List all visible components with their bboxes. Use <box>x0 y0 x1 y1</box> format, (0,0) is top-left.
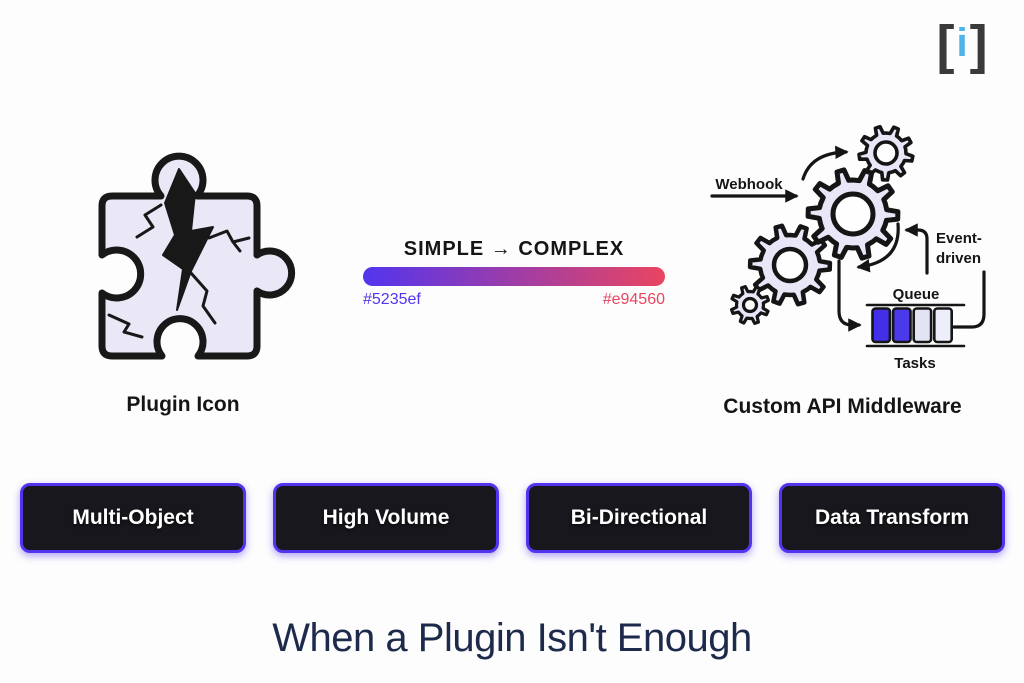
page-title: When a Plugin Isn't Enough <box>272 616 752 660</box>
middleware-diagram: Webhook Event- driven Queue Tasks <box>710 124 986 372</box>
bi-directional-button[interactable]: Bi-Directional <box>526 483 752 553</box>
multi-object-button[interactable]: Multi-Object <box>20 483 246 553</box>
queue-label: Queue <box>893 286 940 303</box>
event-driven-arrow <box>904 223 929 275</box>
logo-close-bracket: ] <box>969 15 988 75</box>
queue-bars <box>871 307 954 344</box>
data-transform-button[interactable]: Data Transform <box>779 483 1005 553</box>
arrow-into-queue <box>837 259 862 332</box>
lightning-crack <box>162 168 214 311</box>
gears-group <box>730 124 915 325</box>
high-volume-button[interactable]: High Volume <box>273 483 499 553</box>
queue-return-bracket <box>952 270 986 329</box>
webhook-label: Webhook <box>715 176 783 193</box>
broken-puzzle-piece-icon <box>98 152 296 360</box>
gradient-start-hex: #5235ef <box>363 291 421 308</box>
logo-letter-i: i <box>956 21 968 65</box>
gradient-end-hex: #e94560 <box>602 291 665 308</box>
brand-logo: [ i ] <box>922 14 1002 76</box>
tasks-label: Tasks <box>894 355 935 372</box>
logo-open-bracket: [ <box>936 15 955 75</box>
event-driven-label-line2: driven <box>936 250 981 267</box>
event-driven-label-line1: Event- <box>936 230 982 247</box>
feature-button-row: Multi-Object High Volume Bi-Directional … <box>20 483 1005 553</box>
gradient-bar <box>363 267 665 286</box>
arrow-to-small-gear <box>801 145 849 181</box>
crack-lines <box>107 203 251 339</box>
right-figure-caption: Custom API Middleware <box>723 395 962 418</box>
left-figure-caption: Plugin Icon <box>126 393 240 416</box>
gradient-hex-labels: #5235ef #e94560 <box>363 291 665 309</box>
gradient-title: SIMPLE → COMPLEX <box>403 238 625 260</box>
arrow-from-large-gear <box>856 222 900 273</box>
